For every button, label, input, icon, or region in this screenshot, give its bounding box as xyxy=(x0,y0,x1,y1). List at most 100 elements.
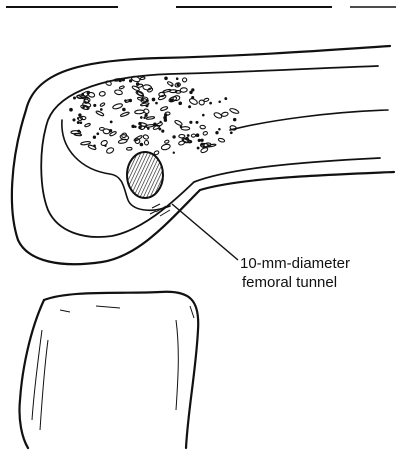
stipple-dot xyxy=(110,121,112,123)
stipple-dot xyxy=(145,114,147,116)
stipple-dot xyxy=(176,78,177,79)
stipple-dot xyxy=(219,128,220,129)
stipple-dot xyxy=(196,134,199,137)
stipple-dot xyxy=(122,78,124,80)
trabecula-mark xyxy=(100,140,108,147)
trabecula-mark xyxy=(180,88,187,93)
stipple-dot xyxy=(216,132,218,134)
stipple-dot xyxy=(148,128,150,130)
stipple-dot xyxy=(219,101,220,102)
trabecula-mark xyxy=(181,127,190,131)
stipple-dot xyxy=(165,77,168,80)
stipple-dot xyxy=(100,109,102,111)
trabecula-mark xyxy=(127,147,133,150)
stipple-dot xyxy=(144,117,145,118)
stipple-dot xyxy=(189,106,191,108)
trabecula-mark xyxy=(160,106,168,111)
stipple-dot xyxy=(198,139,200,141)
stipple-dot xyxy=(152,98,155,101)
stipple-dot xyxy=(154,123,157,126)
stipple-dot xyxy=(105,145,106,146)
stipple-dot xyxy=(201,143,203,145)
stipple-dot xyxy=(201,139,203,141)
stipple-dot xyxy=(73,119,75,121)
trabecula-mark xyxy=(229,108,239,115)
tibia-shading xyxy=(32,306,194,430)
trabecula-mark xyxy=(143,108,150,114)
callout-label-line2: femoral tunnel xyxy=(242,274,337,291)
stipple-dot xyxy=(80,122,82,124)
callout-label-line1: 10-mm-diameter xyxy=(240,255,350,272)
trabecula-mark xyxy=(143,134,149,140)
stipple-dot xyxy=(81,97,83,99)
stipple-dot xyxy=(141,117,143,119)
stipple-dot xyxy=(132,125,134,127)
trabecula-mark xyxy=(121,132,127,138)
stipple-dot xyxy=(192,89,194,91)
stipple-dot xyxy=(234,118,236,120)
femur-inner-contour xyxy=(41,66,380,237)
stipple-dot xyxy=(79,114,81,116)
trabecula-mark xyxy=(199,99,205,105)
trabecula-mark xyxy=(74,133,82,136)
stipple-dot xyxy=(159,128,161,130)
stipple-dot xyxy=(83,107,85,109)
trabecula-mark xyxy=(112,103,123,110)
callout-leader-line xyxy=(172,204,238,260)
trabecula-mark xyxy=(135,138,141,144)
trabecula-mark xyxy=(96,110,105,116)
trabecula-mark xyxy=(218,138,225,143)
stipple-dot xyxy=(197,147,199,149)
trabecula-mark xyxy=(99,91,105,96)
trabecula-mark xyxy=(132,85,140,91)
trabecula-mark xyxy=(174,120,183,127)
stipple-dot xyxy=(135,126,136,127)
stipple-dot xyxy=(203,114,205,116)
trabecula-mark xyxy=(143,84,152,90)
stipple-dot xyxy=(70,108,73,111)
stipple-dot xyxy=(140,143,143,146)
stipple-dot xyxy=(177,84,179,86)
trabecula-mark xyxy=(191,134,196,138)
stipple-dot xyxy=(179,102,182,105)
stipple-dot xyxy=(187,135,189,137)
stipple-dot xyxy=(164,119,166,121)
stipple-dot xyxy=(74,97,76,99)
medullary-canal-contour xyxy=(230,110,388,130)
stipple-dot xyxy=(190,121,192,123)
trabecula-mark xyxy=(221,112,228,117)
trabecula-mark xyxy=(100,102,105,106)
stipple-dot xyxy=(186,137,188,139)
stipple-dot xyxy=(190,91,192,93)
femoral-tunnel xyxy=(127,152,163,198)
trabecula-mark xyxy=(119,86,124,90)
stipple-dot xyxy=(97,133,99,135)
cancellous-bone-texture xyxy=(70,75,240,155)
trabecula-mark xyxy=(179,135,185,138)
trabecula-mark xyxy=(140,77,145,80)
trabecula-mark xyxy=(144,140,148,145)
stipple-dot xyxy=(129,80,131,82)
tibia-outline xyxy=(44,292,198,448)
stipple-dot xyxy=(196,121,198,123)
trabecula-mark xyxy=(106,147,115,154)
trabecula-mark xyxy=(84,123,90,127)
trabecula-mark xyxy=(135,110,145,114)
stipple-dot xyxy=(192,97,194,99)
trabecula-mark xyxy=(200,125,206,129)
stipple-dot xyxy=(93,136,95,138)
trabecula-mark xyxy=(182,77,187,82)
stipple-dot xyxy=(77,122,79,124)
stipple-dot xyxy=(77,118,78,119)
stipple-dot xyxy=(173,152,174,153)
trabecula-mark xyxy=(164,140,169,144)
trabecula-mark xyxy=(146,116,155,119)
stipple-dot xyxy=(210,102,212,104)
stipple-dot xyxy=(119,79,121,81)
stipple-dot xyxy=(139,126,141,128)
stipple-dot xyxy=(123,108,126,111)
trabecula-mark xyxy=(161,143,171,150)
trabecula-mark xyxy=(167,81,174,86)
trabecula-mark xyxy=(120,111,130,117)
